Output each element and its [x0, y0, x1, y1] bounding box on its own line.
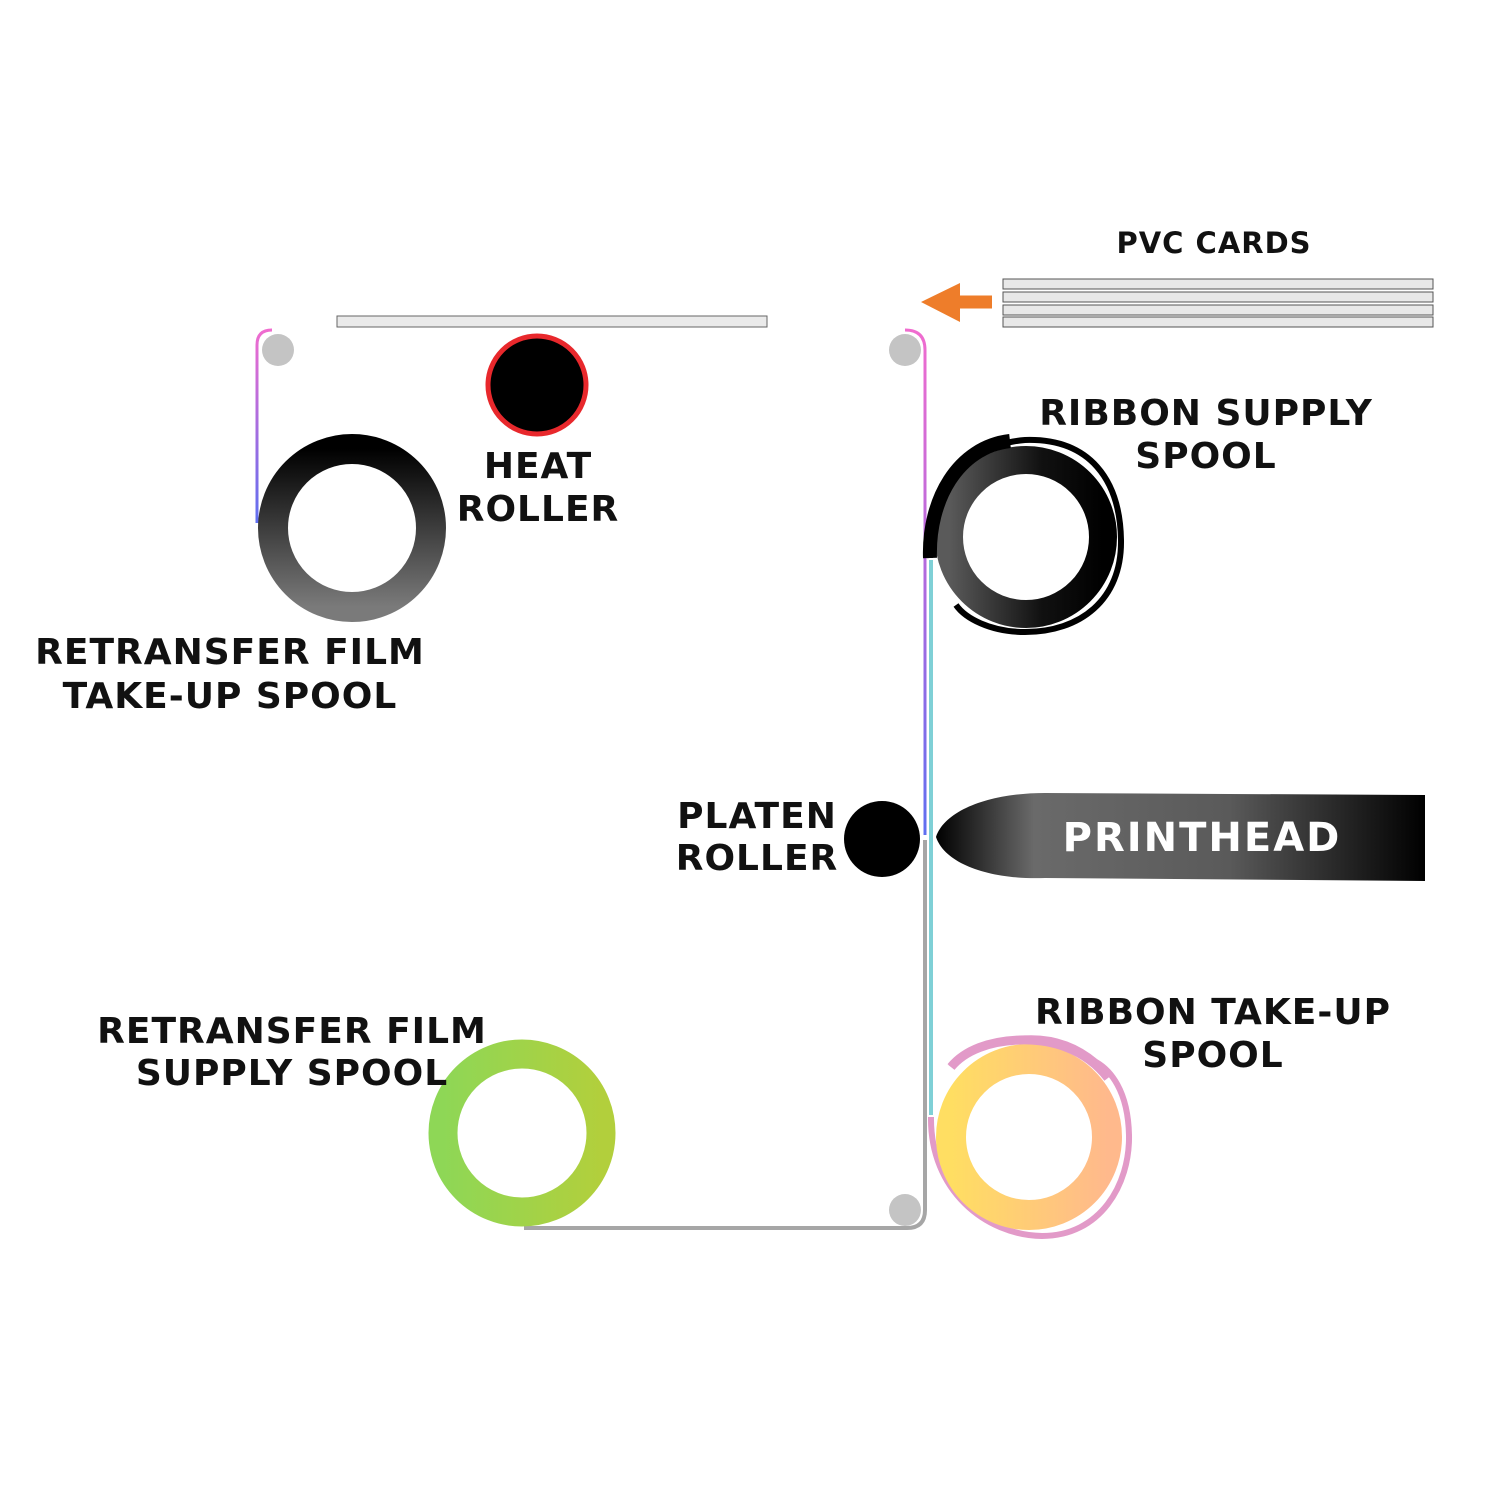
heat-roller	[485, 333, 589, 437]
card-on-film	[336, 315, 768, 328]
retransfer-takeup-label-line2: TAKE-UP SPOOL	[63, 676, 398, 717]
heat-roller-label-line1: HEAT	[484, 446, 592, 487]
pvc-cards-label: PVC CARDS	[1116, 226, 1311, 260]
idler-roller-top-right	[889, 334, 921, 366]
pvc-card-stack	[1002, 278, 1434, 328]
retransfer-film-path	[255, 328, 927, 835]
retransfer-takeup-label-line1: RETRANSFER FILM	[35, 632, 425, 673]
platen-roller	[844, 801, 920, 877]
idler-roller-top-left	[262, 334, 294, 366]
printhead-label: PRINTHEAD	[1063, 815, 1342, 861]
printhead: PRINTHEAD	[936, 793, 1425, 881]
arrow-left-icon	[921, 283, 992, 322]
platen-roller-label-line2: ROLLER	[676, 838, 839, 879]
ribbon-takeup-label-line1: RIBBON TAKE-UP	[1035, 992, 1391, 1033]
idler-roller-bottom-right	[889, 1194, 921, 1226]
retransfer-film-supply-spool	[428, 1039, 616, 1227]
retransfer-supply-label-line1: RETRANSFER FILM	[97, 1011, 487, 1052]
ribbon-supply-spool-label-line2: SPOOL	[1135, 436, 1276, 477]
retransfer-film-takeup-spool	[258, 434, 446, 622]
ribbon-takeup-label-line2: SPOOL	[1142, 1035, 1283, 1076]
retransfer-supply-label-line2: SUPPLY SPOOL	[136, 1053, 448, 1094]
ribbon-supply-spool	[922, 434, 1125, 636]
ribbon-supply-spool-label-line1: RIBBON SUPPLY	[1039, 393, 1373, 434]
platen-roller-label-line1: PLATEN	[677, 796, 837, 837]
return-film-path	[524, 840, 927, 1230]
heat-roller-label-line2: ROLLER	[457, 489, 620, 530]
ribbon-takeup-spool	[927, 1035, 1133, 1240]
